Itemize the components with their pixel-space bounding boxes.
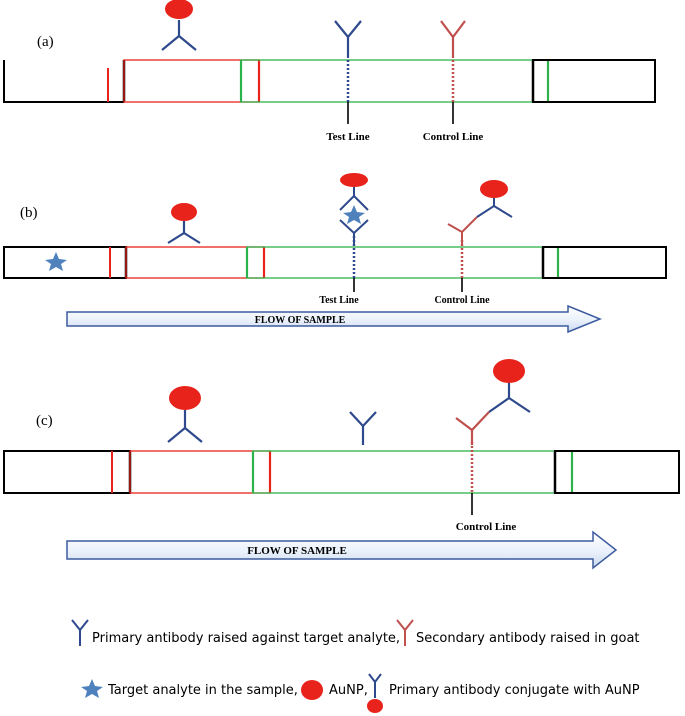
antibody-y-icon — [334, 20, 362, 58]
antibody-y-icon — [476, 198, 513, 218]
aunp-conjugate — [161, 0, 197, 51]
panel-c-label: (c) — [36, 413, 53, 429]
legend-conjugate: Primary antibody conjugate with AuNP — [389, 683, 640, 698]
test-line-sandwich — [339, 173, 369, 244]
absorbent-pad — [532, 59, 656, 103]
antibody-y-icon — [455, 411, 490, 445]
conjugate-pad — [129, 450, 271, 494]
star-icon — [343, 205, 365, 224]
panel-a-label: (a) — [37, 34, 54, 50]
aunp-conjugate — [167, 386, 203, 443]
control-line-complex — [447, 180, 513, 244]
control-line-complex — [455, 359, 531, 445]
aunp-conjugate — [167, 203, 201, 244]
antibody-y-icon — [396, 619, 414, 646]
panel-a-strip — [3, 59, 656, 103]
legend: Primary antibody raised against target a… — [71, 619, 640, 713]
antibody-y-icon — [161, 20, 197, 51]
sample-pad — [3, 60, 124, 103]
antibody-y-icon — [440, 20, 466, 58]
conjugate-pad — [123, 59, 260, 103]
antibody-y-icon — [368, 673, 382, 698]
test-line-label: Test Line — [326, 131, 369, 143]
legend-target-analyte: Target analyte in the sample, — [107, 683, 298, 698]
aunp-dot-icon — [165, 0, 193, 19]
legend-secondary-antibody: Secondary antibody raised in goat — [416, 631, 640, 646]
panel-c: (c) Control Line — [3, 359, 680, 570]
control-line-label: Control Line — [434, 295, 490, 306]
flow-arrow-icon — [66, 304, 602, 334]
aunp-dot-icon — [493, 359, 525, 383]
conjugate-legend-icon — [367, 673, 383, 713]
control-line-label: Control Line — [456, 521, 517, 533]
flow-label: FLOW OF SAMPLE — [247, 545, 347, 557]
absorbent-pad — [554, 450, 680, 494]
aunp-dot-icon — [367, 699, 383, 713]
antibody-y-icon — [349, 411, 377, 445]
nitrocellulose-membrane — [246, 246, 544, 279]
aunp-dot-icon — [480, 180, 508, 198]
conjugate-pad — [125, 246, 265, 279]
nitrocellulose-membrane — [240, 59, 534, 103]
aunp-dot-icon — [340, 173, 368, 187]
star-icon — [45, 252, 67, 271]
panel-a: (a) Test Line Control Line — [3, 0, 656, 143]
panel-c-strip — [3, 442, 680, 494]
panel-b-strip — [3, 236, 667, 279]
aunp-dot-icon — [301, 680, 323, 700]
legend-primary-antibody: Primary antibody raised against target a… — [92, 631, 400, 646]
panel-b: (b) — [3, 173, 667, 334]
control-line-label: Control Line — [423, 131, 484, 143]
antibody-y-icon — [339, 219, 369, 244]
absorbent-pad — [542, 246, 667, 279]
star-icon — [81, 679, 103, 698]
antibody-y-icon — [167, 410, 203, 443]
panel-b-label: (b) — [20, 205, 38, 221]
antibody-y-icon — [488, 383, 531, 413]
flow-label: FLOW OF SAMPLE — [255, 315, 346, 326]
antibody-y-icon — [339, 187, 369, 211]
nitrocellulose-membrane — [252, 450, 556, 494]
antibody-y-icon — [167, 221, 201, 244]
test-line-label: Test Line — [319, 295, 359, 306]
legend-aunp: AuNP, — [329, 683, 368, 698]
antibody-y-icon — [71, 619, 89, 646]
flow-arrow-icon — [66, 530, 618, 570]
sample-pad — [3, 246, 127, 279]
aunp-dot-icon — [169, 386, 201, 410]
antibody-y-icon — [447, 216, 478, 244]
aunp-dot-icon — [171, 203, 197, 221]
